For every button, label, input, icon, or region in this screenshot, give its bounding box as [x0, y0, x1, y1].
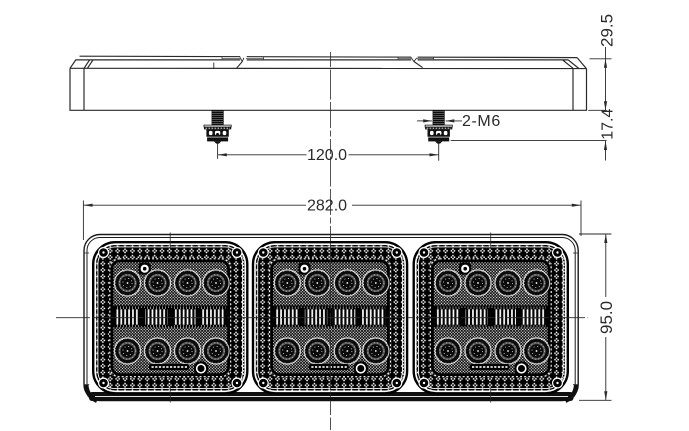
svg-text:95.0: 95.0	[597, 301, 616, 334]
svg-text:17.4: 17.4	[600, 109, 617, 140]
svg-text:29.5: 29.5	[598, 14, 617, 47]
svg-text:120.0: 120.0	[307, 147, 347, 164]
svg-text:2-M6: 2-M6	[462, 113, 501, 130]
svg-text:282.0: 282.0	[307, 198, 347, 215]
